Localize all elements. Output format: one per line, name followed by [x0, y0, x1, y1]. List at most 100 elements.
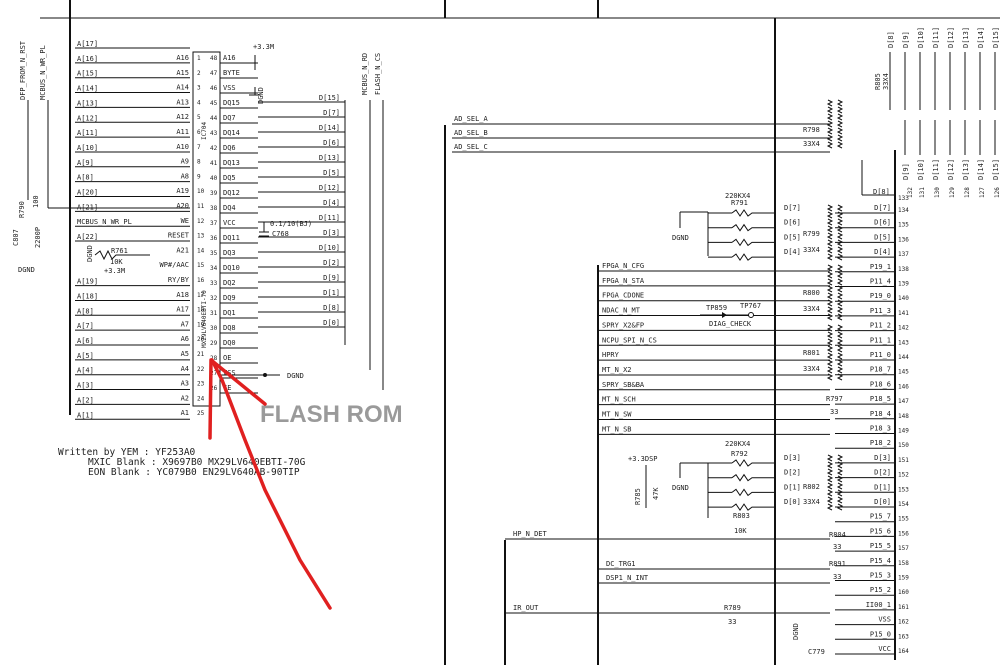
- mcu-pin-num: 148: [898, 413, 909, 420]
- ctrl-net-label: MT_N_X2: [602, 366, 632, 374]
- flash-left-net: A[17]: [77, 40, 98, 48]
- tp767-label: TP767: [740, 302, 761, 310]
- resistor-network: [836, 253, 844, 261]
- flash-left-pin: A14: [176, 84, 189, 92]
- mcu-pin-num: 155: [898, 516, 909, 523]
- net-flash-cs: FLASH_N_CS: [374, 53, 382, 95]
- resistor-network: [826, 127, 834, 135]
- resistor-network: [826, 454, 834, 462]
- flash-left-pin-num: 11: [197, 203, 205, 210]
- r805-value: 33X4: [882, 73, 890, 90]
- mcu-pin-num: 138: [898, 266, 909, 273]
- top-d-label: D[9]: [902, 31, 910, 48]
- resistor-network: [836, 352, 844, 360]
- r797-ref: R797: [826, 395, 843, 403]
- flash-right-pin: DQ1: [223, 309, 236, 317]
- flash-left-net: A[8]: [77, 174, 94, 182]
- r803-ref: R803: [733, 512, 750, 520]
- resistor-network: [836, 113, 844, 121]
- top-d-label: D[14]: [977, 27, 985, 48]
- resistor-network: [826, 271, 834, 279]
- flash-right-net: D[15]: [319, 94, 340, 102]
- flash-right-pin-num: 45: [210, 100, 218, 107]
- mcu-net-label: P15_6: [870, 527, 891, 535]
- ctrl-net-label: FPGA_N_STA: [602, 277, 645, 285]
- r791-value: 220KX4: [725, 192, 750, 200]
- mcu-pin-num: 154: [898, 501, 909, 508]
- flash-left-pin: A8: [181, 172, 189, 180]
- annotation-arrow: [208, 358, 332, 610]
- resistor-network: [826, 482, 834, 490]
- mid-d-label: D[12]: [947, 159, 955, 180]
- flash-right-pin: DQ14: [223, 129, 240, 137]
- flash-left-net: A[22]: [77, 233, 98, 241]
- flash-right-pin: CE: [223, 384, 231, 392]
- mcu-net-label: P11_0: [870, 351, 891, 359]
- flash-left-net: A[16]: [77, 55, 98, 63]
- flash-right-net: D[0]: [323, 319, 340, 327]
- flash-right-pin-num: 28: [210, 355, 218, 362]
- mcu-pin-num: 142: [898, 325, 909, 332]
- resistor-network: [836, 246, 844, 254]
- flash-right-pin-num: 32: [210, 295, 218, 302]
- mcu-pin-num: 135: [898, 222, 909, 229]
- flash-right-pin: BYTE: [223, 69, 240, 77]
- r804-value: 33: [833, 543, 841, 551]
- d8-label: D[8]: [873, 188, 890, 196]
- resistor-network: [826, 239, 834, 247]
- mcu-pin-num: 150: [898, 442, 909, 449]
- flash-left-pin: RESET: [168, 232, 190, 240]
- flash-left-pin: A13: [176, 98, 189, 106]
- mcu-net-label: P15_2: [870, 586, 891, 594]
- vertical-nets: DFP_FROM_N_RST MCBUS_N_WR_PL MCBUS_N_RD …: [19, 40, 384, 390]
- mcu-pin-num: 157: [898, 545, 909, 552]
- flash-right-pin: DQ9: [223, 294, 236, 302]
- flash-right-side: A1648BYTE47VSS46DQ1545DQ744DQ1443DQ642DQ…: [210, 54, 346, 394]
- flash-right-pin-num: 29: [210, 340, 218, 347]
- mcu-pin-num: 153: [898, 486, 909, 493]
- ctrl-net-label: FPGA_CDONE: [602, 292, 644, 300]
- flash-right-net: D[5]: [323, 169, 340, 177]
- lower-net-label: DC_TRG1: [606, 560, 636, 568]
- flash-left-pin-num: 6: [197, 129, 201, 136]
- flash-left-net: A[19]: [77, 278, 98, 286]
- flash-left-pin: A4: [181, 365, 189, 373]
- flash-right-pin-num: 40: [210, 175, 218, 182]
- resistor-network: [826, 306, 834, 314]
- resistor-network: [836, 468, 844, 476]
- flash-left-net: A[7]: [77, 322, 94, 330]
- mcu-net-label: P15_3: [870, 572, 891, 580]
- top-pin-num: 131: [919, 187, 926, 198]
- flash-right-pin: VCC: [223, 219, 236, 227]
- resistor-network: [826, 218, 834, 226]
- flash-right-pin-num: 35: [210, 250, 218, 257]
- resistor-network: [826, 253, 834, 261]
- flash-left-pin-num: 18: [197, 307, 205, 314]
- power-dgnd-top: DGND: [257, 87, 265, 104]
- resistor-network: [826, 345, 834, 353]
- net-mcbus-rd: MCBUS_N_RD: [361, 53, 369, 95]
- flash-right-pin: DQ2: [223, 279, 236, 287]
- ctrl-net-label: MT_N_SB: [602, 425, 632, 433]
- mcu-pin-num: 159: [898, 575, 909, 582]
- mcu-net-label: P18_3: [870, 425, 891, 433]
- mcu-pin-num: 162: [898, 619, 909, 626]
- power-dgnd-c807: DGND: [18, 266, 35, 274]
- resistor-network: [826, 204, 834, 212]
- flash-right-pin: OE: [223, 354, 231, 362]
- mcu-net-label: D[6]: [874, 219, 891, 227]
- flash-right-net: D[3]: [323, 229, 340, 237]
- lower-net-label: HP_N_DET: [513, 530, 548, 538]
- mcu-net-label: P15_0: [870, 630, 891, 638]
- flash-left-pin: A20: [176, 202, 189, 210]
- resistor-network: [836, 232, 844, 240]
- ctrl-net-label: MT_N_SW: [602, 411, 632, 419]
- resistor-network: [836, 324, 844, 332]
- flash-left-pin-num: 23: [197, 381, 205, 388]
- mcu-net-label: D[7]: [874, 204, 891, 212]
- resistor-network: [826, 313, 834, 321]
- mcu-dlow-label: D[2]: [784, 469, 801, 477]
